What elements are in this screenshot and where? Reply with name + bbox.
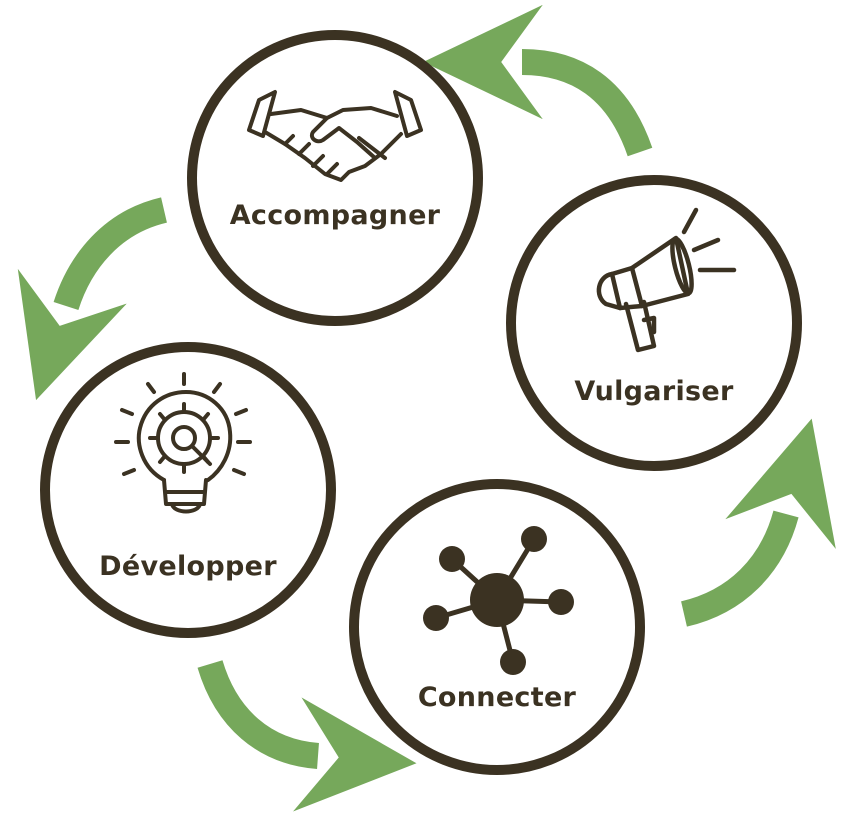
step-label-accompagner: Accompagner xyxy=(229,200,441,231)
arrow-developper-to-connecter xyxy=(197,660,417,812)
step-label-connecter: Connecter xyxy=(417,682,577,713)
arrow-connecter-to-vulgariser xyxy=(680,418,836,627)
arrow-vulgariser-to-accompagner xyxy=(423,4,653,157)
step-label-developper: Développer xyxy=(99,551,277,582)
lightbulb-gear-icon xyxy=(114,372,252,514)
network-icon xyxy=(423,526,574,675)
arrow-accompagner-to-developper xyxy=(17,197,168,401)
megaphone-icon xyxy=(596,207,737,353)
step-label-vulgariser: Vulgariser xyxy=(574,376,734,407)
handshake-icon xyxy=(247,90,423,182)
